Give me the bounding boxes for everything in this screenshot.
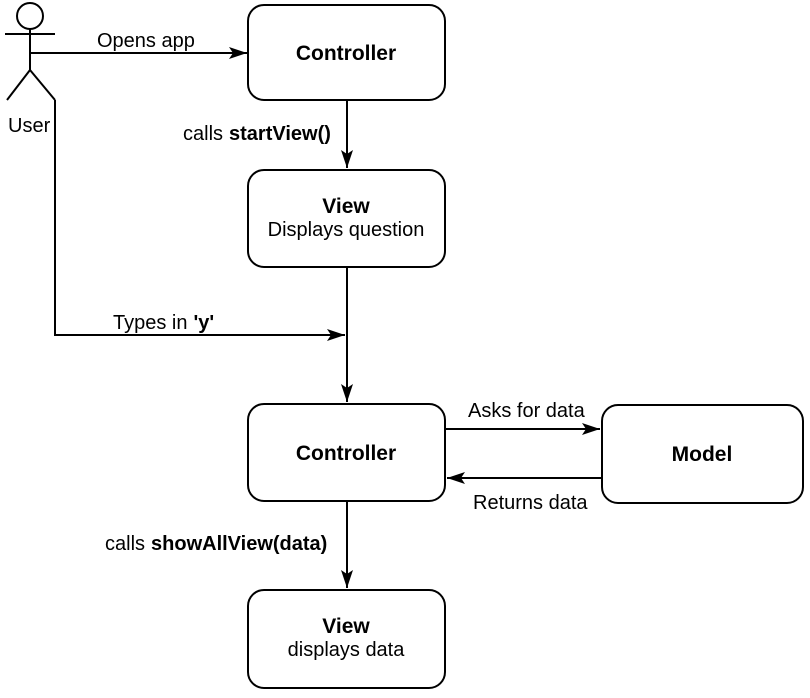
edge-label-calls-show-all-view-prefix: calls (105, 533, 145, 555)
actor-right-leg (29, 69, 56, 101)
node-model (601, 404, 804, 504)
node-view-question-subtitle: Displays question (268, 219, 425, 241)
node-view-data-title: View (322, 615, 370, 638)
node-controller-top-title: Controller (296, 42, 396, 65)
node-controller-bottom-title: Controller (296, 442, 396, 465)
user-actor: User (5, 2, 56, 137)
edge-label-asks-for-data: Asks for data (468, 400, 586, 422)
node-view-data-subtitle: displays data (288, 639, 406, 661)
actor-left-leg (6, 69, 31, 101)
edge-label-calls-start-view-method: startView() (229, 123, 331, 145)
actor-label: User (8, 115, 51, 137)
edge-label-returns-data: Returns data (473, 492, 588, 514)
edge-types-in-y (54, 100, 345, 341)
edge-label-calls-start-view-prefix: calls (183, 123, 223, 145)
node-view-data (247, 589, 446, 689)
node-controller-top (247, 4, 446, 101)
actor-head (16, 2, 44, 30)
edge-label-types-in-y-value: 'y' (193, 312, 214, 334)
edge-label-types-in-y: Types in 'y' (113, 312, 214, 334)
edge-label-calls-show-all-view: calls showAllView(data) (105, 533, 327, 555)
edge-label-types-in-y-prefix: Types in (113, 312, 187, 334)
edge-label-calls-start-view: calls startView() (183, 123, 331, 145)
edge-label-calls-show-all-view-method: showAllView(data) (151, 533, 327, 555)
node-model-title: Model (672, 443, 733, 466)
node-view-question-title: View (322, 195, 370, 218)
edge-label-opens-app: Opens app (97, 30, 195, 52)
